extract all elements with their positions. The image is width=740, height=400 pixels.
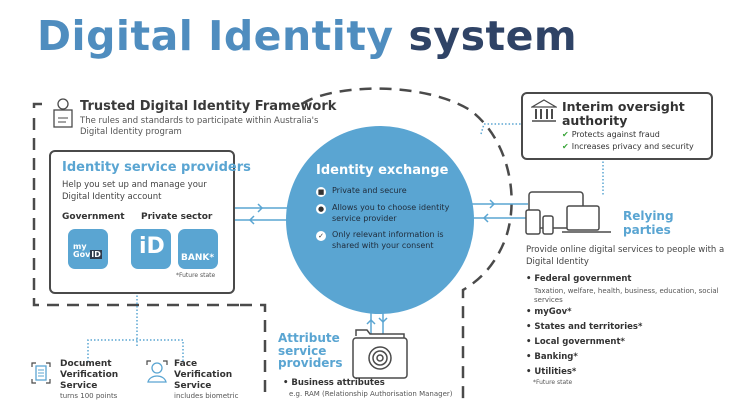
rp-title-line2: parties [623, 223, 671, 237]
isp-title: Identity service providers [62, 160, 251, 175]
list-item: • Federal government Taxation, welfare, … [526, 272, 736, 305]
oversight-title: Interim oversight authority [562, 99, 685, 128]
list-item: • States and territories* [526, 322, 643, 332]
list-item: • Local government* [526, 337, 625, 347]
attribute-providers-title: Attribute service providers [278, 332, 342, 370]
building-columns-icon [529, 99, 559, 127]
government-label: Government [62, 212, 125, 222]
fingerprint-folder-icon [352, 329, 408, 379]
asp-title-line2: service [278, 343, 327, 358]
mygovid-logo: my GovID [68, 229, 108, 269]
exchange-attribute-arrows [366, 310, 388, 336]
list-item-label: States and territories* [534, 322, 643, 332]
list-item-sub: e.g. RAM (Relationship Authorisation Man… [289, 390, 453, 398]
document-verification-title: Document Verification Service [60, 359, 118, 392]
isp-exchange-arrows [231, 203, 290, 225]
vs-line: Face [174, 359, 198, 369]
face-verification-desc: includes biometric [174, 392, 239, 400]
framework-boundary-right [301, 87, 513, 400]
relying-parties-list: • Federal government Taxation, welfare, … [526, 272, 736, 380]
exchange-item: ● Allows you to choose identity service … [316, 203, 466, 224]
check-icon: ✔ [562, 142, 569, 151]
devices-icon [525, 191, 611, 235]
list-item: • Business attributes [283, 378, 385, 388]
title-part1: Digital Identity [37, 12, 394, 60]
oversight-panel [521, 92, 713, 160]
person-icon: ● [316, 204, 326, 214]
framework-boundary-bottom [240, 303, 267, 400]
asp-title-line1: Attribute [278, 331, 340, 345]
vs-line: Verification [174, 370, 233, 380]
check-icon: ✓ [316, 231, 326, 241]
list-item-label: Business attributes [291, 378, 385, 388]
vs-line: Document [60, 359, 112, 369]
identity-exchange-hub [286, 126, 474, 314]
document-verification-desc: turns 100 points [60, 392, 118, 400]
list-item: • Utilities* [526, 367, 577, 377]
rp-title-line1: Relying [623, 209, 674, 223]
check-icon: ✔ [562, 130, 569, 139]
exchange-item: ✓ Only relevant information is shared wi… [316, 230, 466, 251]
private-sector-label: Private sector [141, 212, 213, 222]
oversight-item-text: Protects against fraud [571, 130, 660, 139]
exchange-title: Identity exchange [316, 163, 449, 178]
relying-parties-description: Provide online digital services to peopl… [526, 245, 725, 267]
exchange-relying-arrows [472, 199, 528, 223]
list-item-sub: Taxation, welfare, health, business, edu… [534, 287, 719, 304]
list-item: • myGov* [526, 307, 572, 317]
identity-service-providers-panel [49, 150, 235, 294]
exchange-item-text: Only relevant information is shared with… [332, 230, 444, 250]
certificate-icon [53, 98, 73, 132]
list-item-label: Utilities* [534, 367, 577, 377]
isp-description: Help you set up and manage your Digital … [62, 180, 207, 202]
list-item-label: Federal government [534, 274, 632, 284]
exchange-item-text: Allows you to choose identity service pr… [332, 203, 450, 223]
isp-footnote: *Future state [176, 272, 216, 279]
mygovid-my: my [73, 242, 87, 251]
dotted-links [87, 123, 604, 362]
rp-footnote: *Future state [533, 379, 573, 386]
face-verification-title: Face Verification Service [174, 359, 232, 392]
face-scan-icon [146, 360, 168, 388]
exchange-item: ■ Private and secure [316, 186, 466, 197]
vs-line: Verification [60, 370, 119, 380]
lock-icon: ■ [316, 187, 326, 197]
page-title: Digital Identity system [37, 12, 577, 60]
oversight-item-text: Increases privacy and security [571, 142, 694, 151]
framework-description: The rules and standards to participate w… [80, 116, 319, 137]
mygovid-gov: Gov [73, 250, 91, 259]
list-item-label: Local government* [534, 337, 625, 347]
digital-id-text: iD [139, 234, 165, 259]
vs-line: Service [174, 381, 212, 391]
bank-logo: BANK* [178, 229, 218, 269]
list-item: • Banking* [526, 352, 578, 362]
oversight-item: ✔Protects against fraud [562, 130, 660, 139]
list-item-label: myGov* [534, 307, 572, 317]
framework-boundary [32, 102, 240, 307]
list-item-label: Banking* [534, 352, 578, 362]
digital-id-logo: iD [131, 229, 171, 269]
oversight-item: ✔Increases privacy and security [562, 142, 694, 151]
framework-title: Trusted Digital Identity Framework [80, 99, 337, 114]
exchange-item-text: Private and secure [332, 186, 407, 195]
relying-parties-title: Relying parties [623, 209, 674, 237]
bank-text: BANK* [181, 253, 215, 263]
title-part2: system [408, 12, 578, 60]
document-scan-icon [31, 362, 51, 388]
vs-line: Service [60, 381, 98, 391]
mygovid-id: ID [90, 250, 102, 259]
asp-title-line3: providers [278, 356, 343, 370]
